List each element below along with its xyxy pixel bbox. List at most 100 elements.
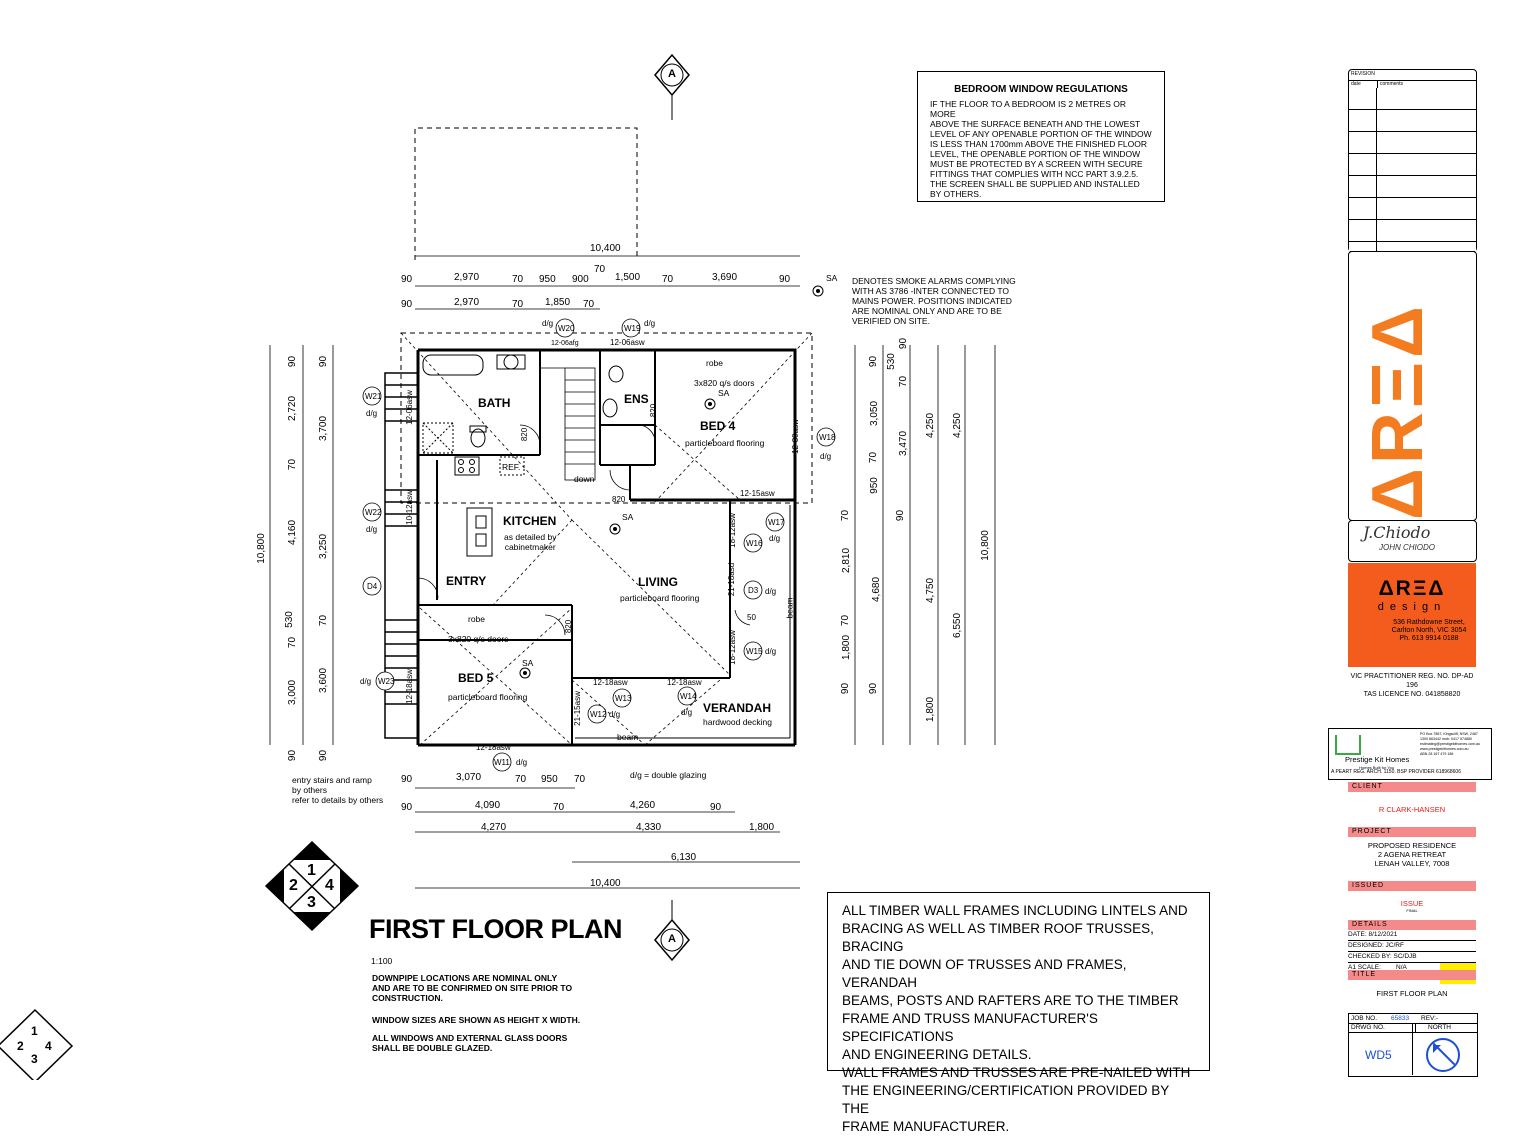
dim-top-overall: 10,400 <box>590 243 621 254</box>
dim-right-c3-1: 4,750 <box>925 577 937 604</box>
a1-value: N/A <box>1396 964 1407 971</box>
size-w18: 12-30asw <box>790 419 800 454</box>
door-820-c: 820 <box>612 495 626 504</box>
dim-right-c3-2: 1,800 <box>925 696 937 723</box>
room-bed5: BED 5 <box>458 671 494 685</box>
compass-fills <box>266 289 820 930</box>
smoke-alarm-note: DENOTES SMOKE ALARMS COMPLYING WITH AS 3… <box>852 276 1016 326</box>
revision-comments-col: comments <box>1380 81 1404 87</box>
client-label: CLIENT <box>1348 782 1476 792</box>
dim-right-c1-0: 90 <box>868 355 880 368</box>
dim-right-c1-10: 1,800 <box>841 634 853 661</box>
room-living-floor: particleboard flooring <box>620 593 700 603</box>
dim-top-r1-6: 1,500 <box>615 272 641 283</box>
dim-bot-overall: 10,400 <box>590 878 621 889</box>
dim-right-c1-3: 3,050 <box>869 400 881 427</box>
dim-top-r1-9: 90 <box>779 274 791 285</box>
revision-table: REVISION date comments <box>1348 69 1477 252</box>
dim-bot-r2-4: 90 <box>710 802 722 813</box>
dg-w20: d/g <box>542 319 554 328</box>
room-robe-top: robe <box>706 358 724 368</box>
north-label: NORTH <box>1428 1024 1451 1031</box>
size-w20: 12-06afg <box>551 340 579 347</box>
dg-w19: d/g <box>644 319 656 328</box>
size-bed4-south: 12-15asw <box>740 489 775 498</box>
dim-right-c1-8: 2,810 <box>841 547 853 574</box>
size-d3: 21-18asd <box>727 562 737 597</box>
dim-right-c1-6: 90 <box>895 509 907 522</box>
section-a-top: A <box>668 68 676 80</box>
window-callouts <box>362 318 836 772</box>
dg-w12: d/g <box>609 710 621 719</box>
fixtures <box>422 354 624 557</box>
dim-top-r1-2: 70 <box>512 274 524 285</box>
room-robe-top-doors: 3x820 q/s doors <box>694 378 755 388</box>
tag-w22: W22 <box>365 508 382 517</box>
size-w12: 21-15asw <box>572 691 582 726</box>
dg-w21: d/g <box>366 409 378 418</box>
dim-left-c1-1: 2,720 <box>287 395 299 422</box>
section-marker-top <box>654 53 690 120</box>
dim-right-c4-0: 4,250 <box>952 412 964 439</box>
room-entry: ENTRY <box>446 574 487 588</box>
dim-bot-r3-2: 1,800 <box>749 822 775 833</box>
dg-w23: d/g <box>360 677 372 686</box>
dim-bot-r4: 6,130 <box>671 852 697 863</box>
room-ens: ENS <box>624 392 649 406</box>
signature: J.Chiodo <box>1363 523 1431 542</box>
revision-date-col: date <box>1349 81 1378 89</box>
dim-right-c3-0: 4,250 <box>925 412 937 439</box>
a1-scale: A1 SCALE: <box>1348 964 1381 971</box>
dim-right-c1-1: 530 <box>885 353 897 370</box>
dim-left-overall: 10,800 <box>255 533 267 564</box>
smoke-alarm-symbols <box>519 285 824 679</box>
downpipe-note: DOWNPIPE LOCATIONS ARE NOMINAL ONLY AND … <box>372 973 573 1003</box>
dim-bot-r3-0: 4,270 <box>481 822 507 833</box>
dim-right-c1-11: 90 <box>840 682 852 695</box>
sa-legend: SA <box>826 273 838 283</box>
dg-d3: d/g <box>765 587 777 596</box>
project-label: PROJECT <box>1348 827 1476 837</box>
size-w19: 12-06asw <box>610 338 645 347</box>
internal-walls <box>418 350 731 745</box>
dg-w17: d/g <box>769 534 781 543</box>
dim-top-r1-0: 90 <box>401 274 413 285</box>
door-820-a: 820 <box>520 427 530 442</box>
dim-right-c2-0: 90 <box>898 337 910 350</box>
size-w15: 18-12asw <box>727 630 737 665</box>
size-w13: 12-18asw <box>593 678 628 687</box>
compass-small-1: 1 <box>31 1024 38 1038</box>
room-bath: BATH <box>478 396 511 410</box>
drwg-label: DRWG NO. <box>1349 1024 1416 1032</box>
sa-living: SA <box>622 512 634 522</box>
bedroom-window-regulations: BEDROOM WINDOW REGULATIONS IF THE FLOOR … <box>917 71 1165 202</box>
size-w11: 12-18asw <box>476 743 511 752</box>
compass-small-3: 3 <box>31 1052 38 1066</box>
signature-box: J.Chiodo JOHN CHIODO <box>1348 520 1477 562</box>
compass-3: 3 <box>307 894 316 911</box>
builder-house-icon <box>1335 735 1361 755</box>
registration: VIC PRACTITIONER REG. NO. DP-AD 196 TAS … <box>1350 673 1474 698</box>
sa-bed5: SA <box>522 658 534 668</box>
dim-top-r1-4: 900 <box>572 274 589 285</box>
builder-tag: Homes Built for You <box>1359 765 1395 770</box>
dim-top-r2-4: 70 <box>583 299 595 310</box>
dim-bot-r2-3: 4,260 <box>630 800 656 811</box>
a1-highlight <box>1440 963 1476 973</box>
area-address: 536 Rathdowne Street, Carlton North, VIC… <box>1391 619 1467 642</box>
external-stairs <box>384 372 419 739</box>
dimension-lines <box>269 255 996 889</box>
dim-top-r1-7: 70 <box>662 274 674 285</box>
dg-w15: d/g <box>765 647 777 656</box>
dim-left-c2-3: 70 <box>318 614 330 627</box>
roof-outline <box>400 127 813 504</box>
size-w17: 18-12asw <box>727 513 737 548</box>
dim-right-c1-7: 70 <box>840 509 852 522</box>
dim-left-c2-0: 90 <box>318 355 330 368</box>
tag-d4: D4 <box>367 582 378 591</box>
dim-right-c4-1: 6,550 <box>952 612 964 639</box>
dim-left-c1-4: 530 <box>283 611 295 628</box>
floor-plan-drawing <box>0 53 996 1080</box>
title-label: TITLE <box>1348 970 1476 980</box>
dim-left-c2-5: 90 <box>318 749 330 762</box>
